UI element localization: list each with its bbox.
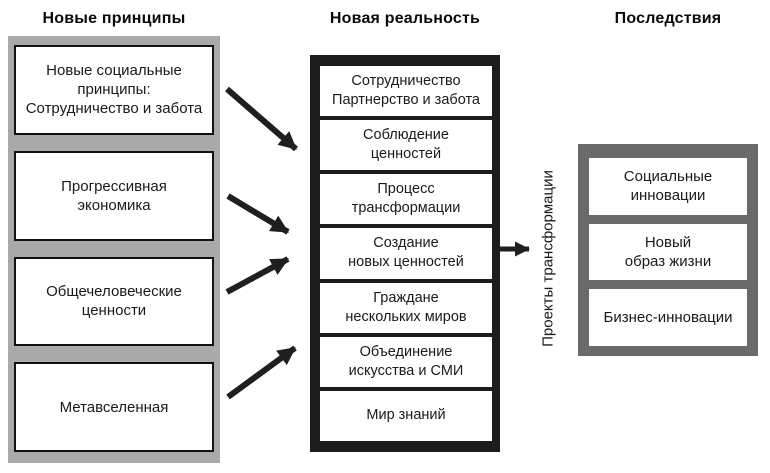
connector-label-transformation-projects: Проекты трансформации xyxy=(539,170,557,347)
arrow-principles-1-icon xyxy=(225,86,298,152)
box-transformation-process: Процесс трансформации xyxy=(320,174,492,225)
box-new-social-principles: Новые социальные принципы: Сотрудничеств… xyxy=(14,45,214,135)
box-citizens-of-several-worlds: Граждане нескольких миров xyxy=(320,282,492,333)
box-union-of-art-and-media: Объединение искусства и СМИ xyxy=(320,336,492,387)
box-business-innovations: Бизнес-инновации xyxy=(589,289,747,347)
box-new-way-of-life: Новый образ жизни xyxy=(589,223,747,281)
box-progressive-economy: Прогрессивная экономика xyxy=(14,150,214,241)
panel-new-reality: Сотрудничество Партнерство и забота Собл… xyxy=(310,55,500,452)
column-title-consequences: Последствия xyxy=(614,10,722,27)
box-cooperation-partnership: Сотрудничество Партнерство и забота xyxy=(320,66,492,117)
box-world-of-knowledge: Мир знаний xyxy=(320,390,492,441)
box-social-innovations: Социальные инновации xyxy=(589,158,747,215)
column-title-new-principles: Новые принципы xyxy=(42,10,186,27)
arrow-principles-2-icon xyxy=(226,193,290,235)
box-metaverse: Метавселенная xyxy=(14,362,214,452)
column-title-new-reality: Новая реальность xyxy=(329,10,481,27)
panel-consequences: Социальные инновации Новый образ жизни Б… xyxy=(578,144,758,356)
arrow-principles-3-icon xyxy=(225,256,290,295)
arrow-principles-4-icon xyxy=(226,345,297,400)
box-universal-values: Общечеловеческие ценности xyxy=(14,256,214,347)
box-creation-of-new-values: Создание новых ценностей xyxy=(320,228,492,279)
box-observance-of-values: Соблюдение ценностей xyxy=(320,120,492,171)
panel-new-principles: Новые социальные принципы: Сотрудничеств… xyxy=(8,36,220,463)
